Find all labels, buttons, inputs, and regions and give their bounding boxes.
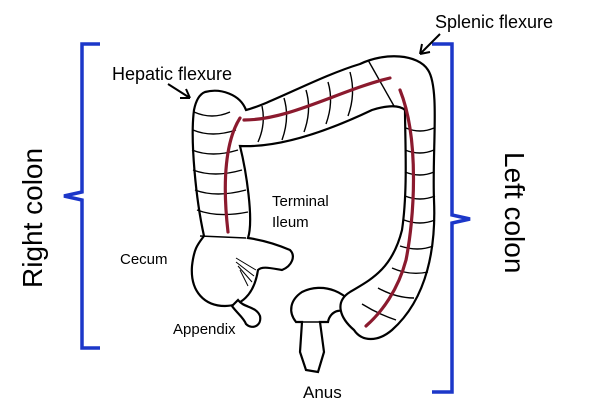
hepatic-flexure-label: Hepatic flexure bbox=[112, 64, 232, 84]
ileum-label: Ileum bbox=[272, 214, 309, 231]
left-colon-label: Left colon bbox=[499, 152, 530, 273]
cecum-label: Cecum bbox=[120, 251, 168, 268]
appendix-label: Appendix bbox=[173, 321, 236, 338]
terminal-label: Terminal bbox=[272, 193, 329, 210]
splenic-flexure-label: Splenic flexure bbox=[435, 12, 553, 32]
hepatic-flexure-arrow bbox=[168, 84, 190, 98]
anus-label: Anus bbox=[303, 383, 342, 402]
right-colon-label: Right colon bbox=[17, 148, 48, 288]
right-colon-brace bbox=[64, 44, 100, 348]
left-colon-brace bbox=[432, 44, 470, 392]
appendix-shape bbox=[232, 300, 260, 327]
